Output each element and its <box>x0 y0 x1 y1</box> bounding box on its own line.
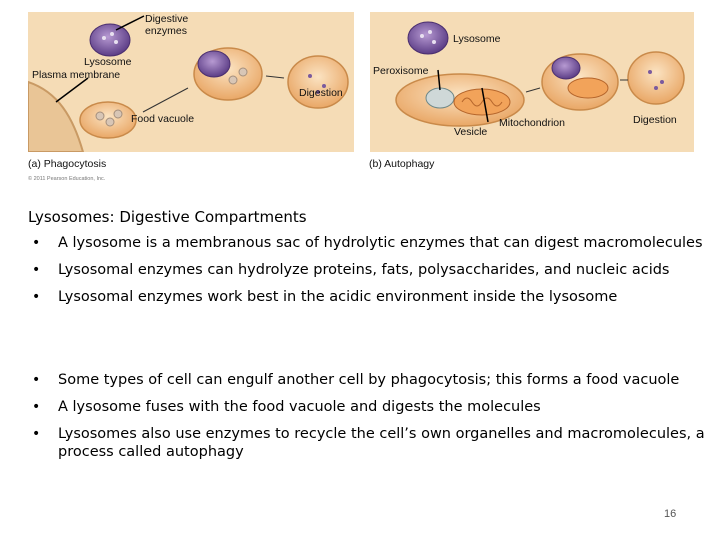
bullet-item: • A lysosome is a membranous sac of hydro… <box>28 234 716 252</box>
bullet-text: Lysosomal enzymes can hydrolyze proteins… <box>58 262 670 278</box>
peroxisome-shape <box>425 87 455 109</box>
food-particle <box>105 117 115 127</box>
label-mitochondrion: Mitochondrion <box>499 117 565 129</box>
label-vesicle: Vesicle <box>454 126 488 138</box>
leader-line <box>481 87 489 123</box>
label-digestive-enzymes: Digestive enzymes <box>145 13 188 37</box>
label-digestive-line1: Digestive <box>145 13 189 25</box>
arrow <box>265 75 285 79</box>
label-plasma-membrane: Plasma membrane <box>32 69 121 81</box>
food-particle <box>95 111 105 121</box>
label-lysosome-a: Lysosome <box>84 56 132 68</box>
figure: Digestive enzymes Lysosome Plasma membra… <box>0 0 720 200</box>
label-food-vacuole: Food vacuole <box>131 113 195 125</box>
arrow <box>142 87 189 113</box>
bullet-item: • Lysosomal enzymes work best in the acid… <box>28 288 716 306</box>
page-number: 16 <box>664 508 677 520</box>
bullet-text: Lysosomal enzymes work best in the acidi… <box>58 289 618 305</box>
lysosome-shape <box>89 23 131 57</box>
arrow <box>525 87 541 93</box>
bullet-item: • Some types of cell can engulf another c… <box>28 371 716 389</box>
slide-title: Lysosomes: Digestive Compartments <box>28 208 307 226</box>
bullet-text: Some types of cell can engulf another ce… <box>58 372 680 388</box>
food-particle <box>113 109 123 119</box>
label-digestion-a: Digestion <box>299 87 343 99</box>
bullet-glyph: • <box>32 235 41 251</box>
bullet-item: • Lysosomal enzymes can hydrolyze protein… <box>28 261 716 279</box>
bullet-glyph: • <box>32 399 41 415</box>
bullet-text: A lysosome is a membranous sac of hydrol… <box>58 235 703 251</box>
label-digestion-b: Digestion <box>633 114 677 126</box>
autophagy-illustration <box>370 12 694 152</box>
vesicle-shape <box>627 51 685 105</box>
bullet-list-2: • Some types of cell can engulf another c… <box>28 371 716 470</box>
bullet-glyph: • <box>32 262 41 278</box>
caption-phagocytosis: (a) Phagocytosis <box>28 158 107 170</box>
label-peroxisome: Peroxisome <box>373 65 429 77</box>
bullet-glyph: • <box>32 289 41 305</box>
leader-line <box>115 15 145 31</box>
bullet-item: • A lysosome fuses with the food vacuole … <box>28 398 716 416</box>
phagocytosis-illustration <box>28 12 354 152</box>
label-digestive-line2: enzymes <box>145 25 188 37</box>
bullet-glyph: • <box>32 426 41 442</box>
lysosome-shape <box>407 21 449 55</box>
bullet-item: • Lysosomes also use enzymes to recycle t… <box>28 425 716 461</box>
caption-autophagy: (b) Autophagy <box>369 158 435 170</box>
food-vacuole-shape <box>287 55 349 109</box>
leader-line <box>437 69 441 91</box>
bullet-list-1: • A lysosome is a membranous sac of hydro… <box>28 234 716 315</box>
lysosome-shape <box>551 56 581 80</box>
bullet-text: Lysosomes also use enzymes to recycle th… <box>58 426 705 460</box>
lysosome-shape <box>197 50 231 78</box>
label-lysosome-b: Lysosome <box>453 33 501 45</box>
plasma-membrane-shape <box>28 80 85 152</box>
copyright-notice: © 2011 Pearson Education, Inc. <box>28 176 106 182</box>
leader-line <box>55 77 89 103</box>
bullet-glyph: • <box>32 372 41 388</box>
bullet-text: A lysosome fuses with the food vacuole a… <box>58 399 541 415</box>
